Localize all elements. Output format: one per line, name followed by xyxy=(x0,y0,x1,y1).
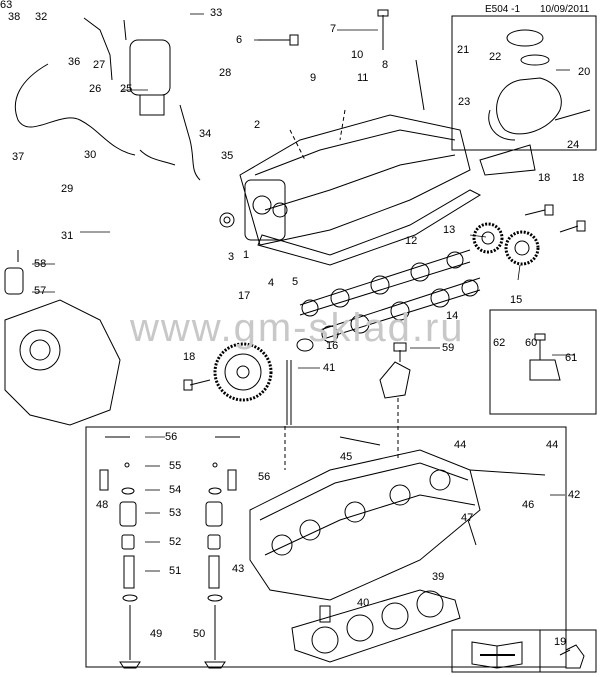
diagram-date: 10/09/2011 xyxy=(540,4,590,15)
callout-16: 16 xyxy=(326,340,339,352)
callout-50: 50 xyxy=(193,628,206,640)
callout-51: 51 xyxy=(169,565,182,577)
callout-8: 8 xyxy=(382,59,389,71)
callout-41: 41 xyxy=(323,362,336,374)
camshaft-intake xyxy=(319,277,481,343)
callout-46: 46 xyxy=(522,499,535,511)
callout-60: 60 xyxy=(525,337,538,349)
callout-9: 9 xyxy=(310,72,317,84)
callout-61: 61 xyxy=(565,352,578,364)
callout-1: 1 xyxy=(243,249,250,261)
open-book-wrench-icon xyxy=(471,641,523,669)
callout-38: 38 xyxy=(8,11,21,23)
callout-40: 40 xyxy=(357,597,370,609)
callout-53: 53 xyxy=(169,507,182,519)
cover-gasket xyxy=(257,189,482,266)
callout-13: 13 xyxy=(443,224,456,236)
callout-30: 30 xyxy=(84,149,97,161)
callout-32: 32 xyxy=(35,11,48,23)
callout-18: 18 xyxy=(183,351,196,363)
callout-47: 47 xyxy=(461,512,474,524)
legend-frame xyxy=(451,629,597,673)
callout-11: 11 xyxy=(357,72,369,84)
cylinder-head xyxy=(249,449,481,601)
callout-34: 34 xyxy=(199,128,212,140)
callout-22: 22 xyxy=(489,51,502,63)
cam-gear-2 xyxy=(504,230,540,266)
inset-frame-oil-filler xyxy=(451,15,597,151)
camshaft-exhaust xyxy=(299,249,471,317)
cam-cover xyxy=(239,114,471,246)
callout-7: 7 xyxy=(330,23,337,35)
callout-48: 48 xyxy=(96,499,109,511)
callout-19: 19 xyxy=(554,636,567,648)
callout-4: 4 xyxy=(268,277,275,289)
callout-26: 26 xyxy=(89,83,102,95)
callout-20: 20 xyxy=(578,66,591,78)
callout-12: 12 xyxy=(405,235,418,247)
callout-15: 15 xyxy=(510,294,523,306)
callout-21: 21 xyxy=(457,44,470,56)
callout-17: 17 xyxy=(238,290,251,302)
callout-39: 39 xyxy=(432,571,445,583)
callout-43: 43 xyxy=(232,563,245,575)
callout-23: 23 xyxy=(458,96,471,108)
callout-45: 45 xyxy=(340,451,353,463)
head-gasket xyxy=(291,589,461,663)
cam-gear-large xyxy=(213,342,273,402)
callout-36: 36 xyxy=(68,56,81,68)
cam-gear-1 xyxy=(472,222,504,254)
timing-housing xyxy=(4,299,121,426)
callout-24: 24 xyxy=(567,139,580,151)
callout-29: 29 xyxy=(61,183,74,195)
callout-44: 44 xyxy=(546,439,559,451)
callout-58: 58 xyxy=(34,258,47,270)
callout-42: 42 xyxy=(568,489,581,501)
callout-57: 57 xyxy=(34,285,47,297)
callout-2: 2 xyxy=(254,119,261,131)
callout-63: 63 xyxy=(0,0,13,11)
callout-3: 3 xyxy=(228,251,235,263)
callout-31: 31 xyxy=(61,230,74,242)
callout-18: 18 xyxy=(572,172,585,184)
callout-62: 62 xyxy=(493,337,506,349)
watermark: www.gm-sklad.ru xyxy=(130,306,465,350)
callout-10: 10 xyxy=(351,49,364,61)
callout-18: 18 xyxy=(538,172,551,184)
diagram-code: E504 -1 xyxy=(485,4,521,15)
callout-59: 59 xyxy=(442,342,455,354)
callout-28: 28 xyxy=(219,67,232,79)
callout-37: 37 xyxy=(12,151,25,163)
callout-14: 14 xyxy=(446,310,459,322)
callout-5: 5 xyxy=(292,276,299,288)
callout-25: 25 xyxy=(120,83,133,95)
callout-56: 56 xyxy=(258,471,271,483)
callout-54: 54 xyxy=(169,484,182,496)
callout-33: 33 xyxy=(210,7,223,19)
oil-can-icon xyxy=(559,644,585,669)
callout-55: 55 xyxy=(169,460,182,472)
callout-35: 35 xyxy=(221,150,234,162)
callout-44: 44 xyxy=(454,439,467,451)
valve-train-right xyxy=(204,436,240,669)
callout-27: 27 xyxy=(93,59,106,71)
callout-49: 49 xyxy=(150,628,163,640)
callout-6: 6 xyxy=(236,34,243,46)
callout-52: 52 xyxy=(169,536,182,548)
inset-frame-bracket xyxy=(489,309,597,415)
callout-56: 56 xyxy=(165,431,178,443)
valve-train-left xyxy=(99,436,141,669)
